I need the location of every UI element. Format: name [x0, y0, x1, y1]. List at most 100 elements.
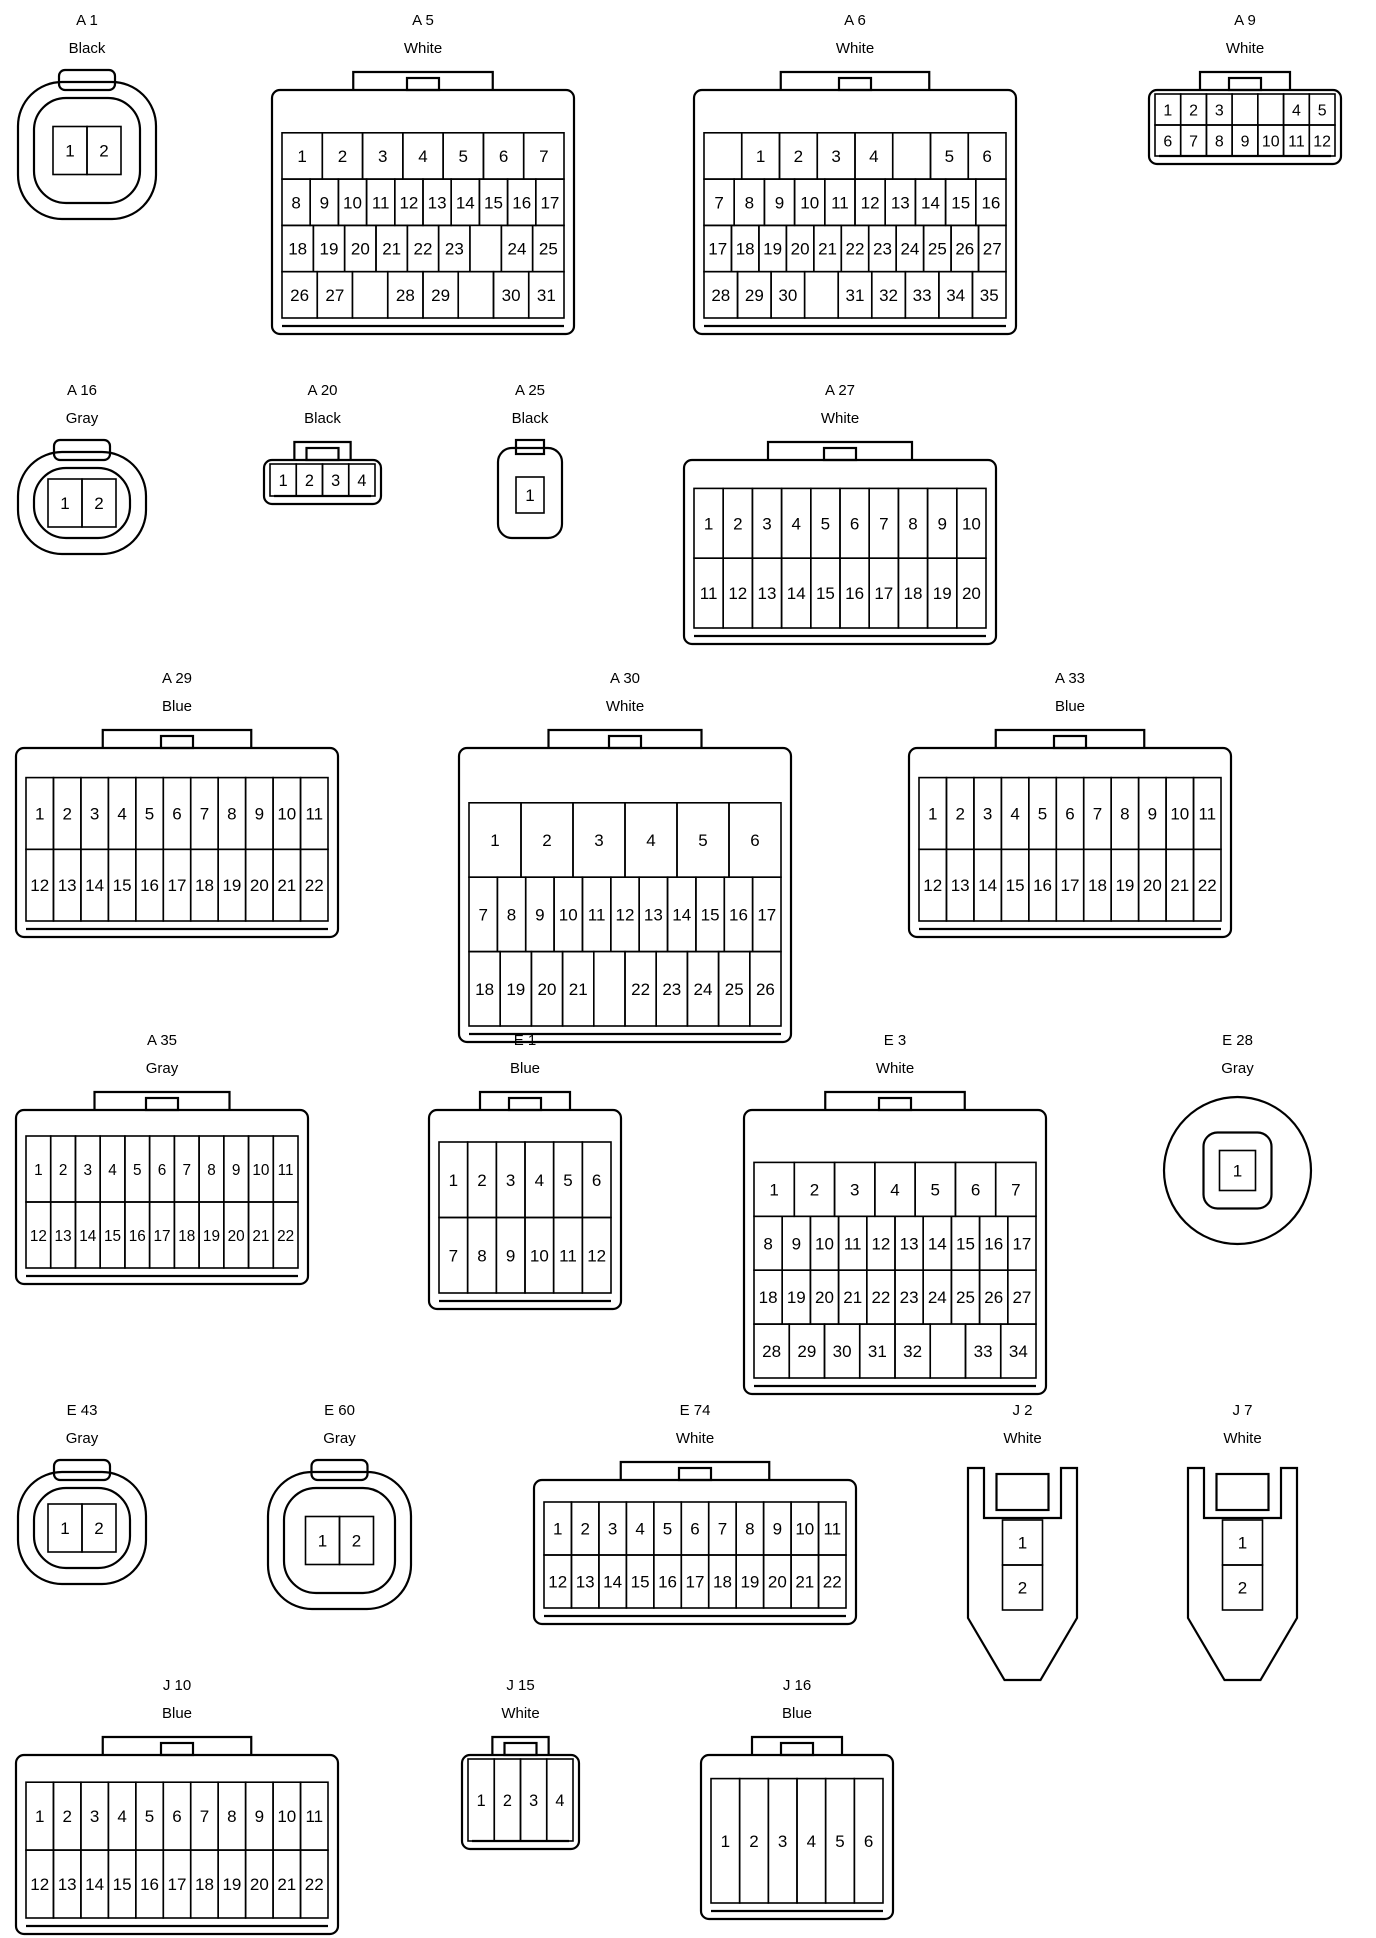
pin-cavity: 24 [686, 950, 720, 1027]
pin-cavity: 9 [244, 776, 274, 851]
pin-cavity: 4 [780, 487, 812, 560]
pin-cavity: 3 [767, 1777, 798, 1904]
pin-number: 15 [956, 1234, 975, 1253]
pin-number: 20 [1143, 876, 1162, 895]
connector-housing-outline [966, 1466, 1079, 1682]
pin-number: 1 [1238, 1534, 1247, 1553]
pin-number: 10 [530, 1246, 549, 1265]
pin-number: 5 [1318, 103, 1327, 120]
connector-housing-outline [1186, 1466, 1299, 1682]
pin-cavity: 27 [1006, 1269, 1037, 1325]
pin-number: 21 [569, 980, 588, 999]
pin-number: 19 [222, 1875, 241, 1894]
pin-cavity: 14 [598, 1554, 628, 1609]
pin-number: 1 [1018, 1534, 1027, 1553]
connector-color: White [1003, 1430, 1042, 1447]
pin-number: 2 [1238, 1579, 1247, 1598]
pin-cavity: 16 [506, 178, 537, 227]
pin-cavity: 4 [524, 1141, 555, 1219]
pin-number: 26 [984, 1288, 1003, 1307]
pin-number: 25 [956, 1288, 975, 1307]
pin-cavity: 9 [926, 487, 958, 560]
pin-number: 12 [1313, 134, 1331, 151]
pin-number: 9 [773, 1520, 782, 1539]
pin-number: 8 [763, 1234, 772, 1253]
pin-cavity: 15 [478, 178, 509, 227]
pin-number: 14 [79, 1228, 97, 1245]
pin-cavity: 8 [281, 178, 312, 227]
pin-number: 4 [1292, 103, 1301, 120]
pin-cavity: 11 [693, 557, 725, 629]
pin-cavity: 29 [422, 270, 460, 319]
pin-cavity: 2 [466, 1141, 498, 1219]
pin-number: 15 [951, 193, 970, 212]
pin-number: 17 [168, 876, 187, 895]
pin-cavity: 13 [884, 178, 917, 227]
pin-number: 13 [428, 193, 447, 212]
pin-number: 20 [962, 584, 981, 603]
pin-cavity: 10 [790, 1501, 820, 1556]
pin-number: 20 [250, 876, 269, 895]
pin-cavity: 33 [964, 1323, 1002, 1379]
pin-cavity: 1 [710, 1777, 741, 1904]
connector-latch [478, 1090, 572, 1110]
pin-cavity: 14 [74, 1201, 101, 1269]
pin-cavity [929, 1323, 967, 1379]
pin-cavity: 25 [950, 1269, 981, 1325]
pin-cavity: 19 [735, 1554, 765, 1609]
pin-number: 32 [903, 1342, 922, 1361]
pin-cavity: 14 [973, 848, 1003, 922]
pin-number: 27 [983, 240, 1002, 259]
pin-number: 11 [372, 193, 390, 212]
pin-cavity: 3 [519, 1758, 548, 1842]
pin-cavity: 3 [751, 487, 783, 560]
pin-number: 1 [525, 486, 534, 505]
pin-cavity: 16 [974, 178, 1007, 227]
pin-number: 21 [277, 1875, 296, 1894]
pin-number: 7 [200, 804, 209, 823]
pin-cavity: 30 [823, 1323, 861, 1379]
pin-cavity: 2 [49, 1135, 77, 1203]
pin-cavity: 11 [1282, 124, 1311, 157]
pin-cavity: 22 [840, 224, 870, 273]
pin-cavity: 17 [703, 224, 733, 273]
pin-cavity: 9 [244, 1781, 274, 1851]
pin-number: 12 [30, 876, 49, 895]
connector-color: Blue [509, 1060, 541, 1077]
pin-cavity [1257, 93, 1285, 126]
pin-cavity: 2 [793, 1161, 836, 1218]
pin-cavity: 18 [897, 557, 929, 629]
connector-name: E 60 [324, 1402, 355, 1419]
pin-number: 15 [631, 1573, 650, 1592]
pin-number: 5 [1038, 804, 1047, 823]
connector-latch [1215, 1472, 1270, 1512]
pin-cavity: 12 [394, 178, 424, 227]
pin-number: 10 [559, 905, 578, 924]
pin-number: 34 [1009, 1342, 1028, 1361]
pin-cavity: 22 [624, 950, 658, 1027]
pin-number: 9 [320, 193, 329, 212]
pin-cavity: 18 [753, 1269, 784, 1325]
pin-cavity: 4 [796, 1777, 827, 1904]
pin-cavity: 31 [527, 270, 565, 319]
pin-number: 11 [278, 1162, 294, 1179]
pin-cavity: 17 [148, 1201, 176, 1269]
pin-cavity: 20 [1137, 848, 1167, 922]
pin-number: 5 [835, 1832, 844, 1851]
pin-cavity: 20 [343, 224, 377, 273]
pin-cavity: 22 [299, 848, 329, 922]
pin-cavity: 2 [81, 1503, 117, 1553]
pin-cavity: 21 [375, 224, 409, 273]
pin-cavity: 17 [680, 1554, 710, 1609]
pin-number: 14 [921, 193, 940, 212]
connector-color: Gray [1221, 1060, 1254, 1077]
pin-number: 9 [1241, 134, 1250, 151]
pin-number: 7 [200, 1807, 209, 1826]
pin-number: 4 [635, 1520, 644, 1539]
pin-cavity: 4 [854, 132, 894, 180]
pin-cavity: 23 [894, 1269, 925, 1325]
